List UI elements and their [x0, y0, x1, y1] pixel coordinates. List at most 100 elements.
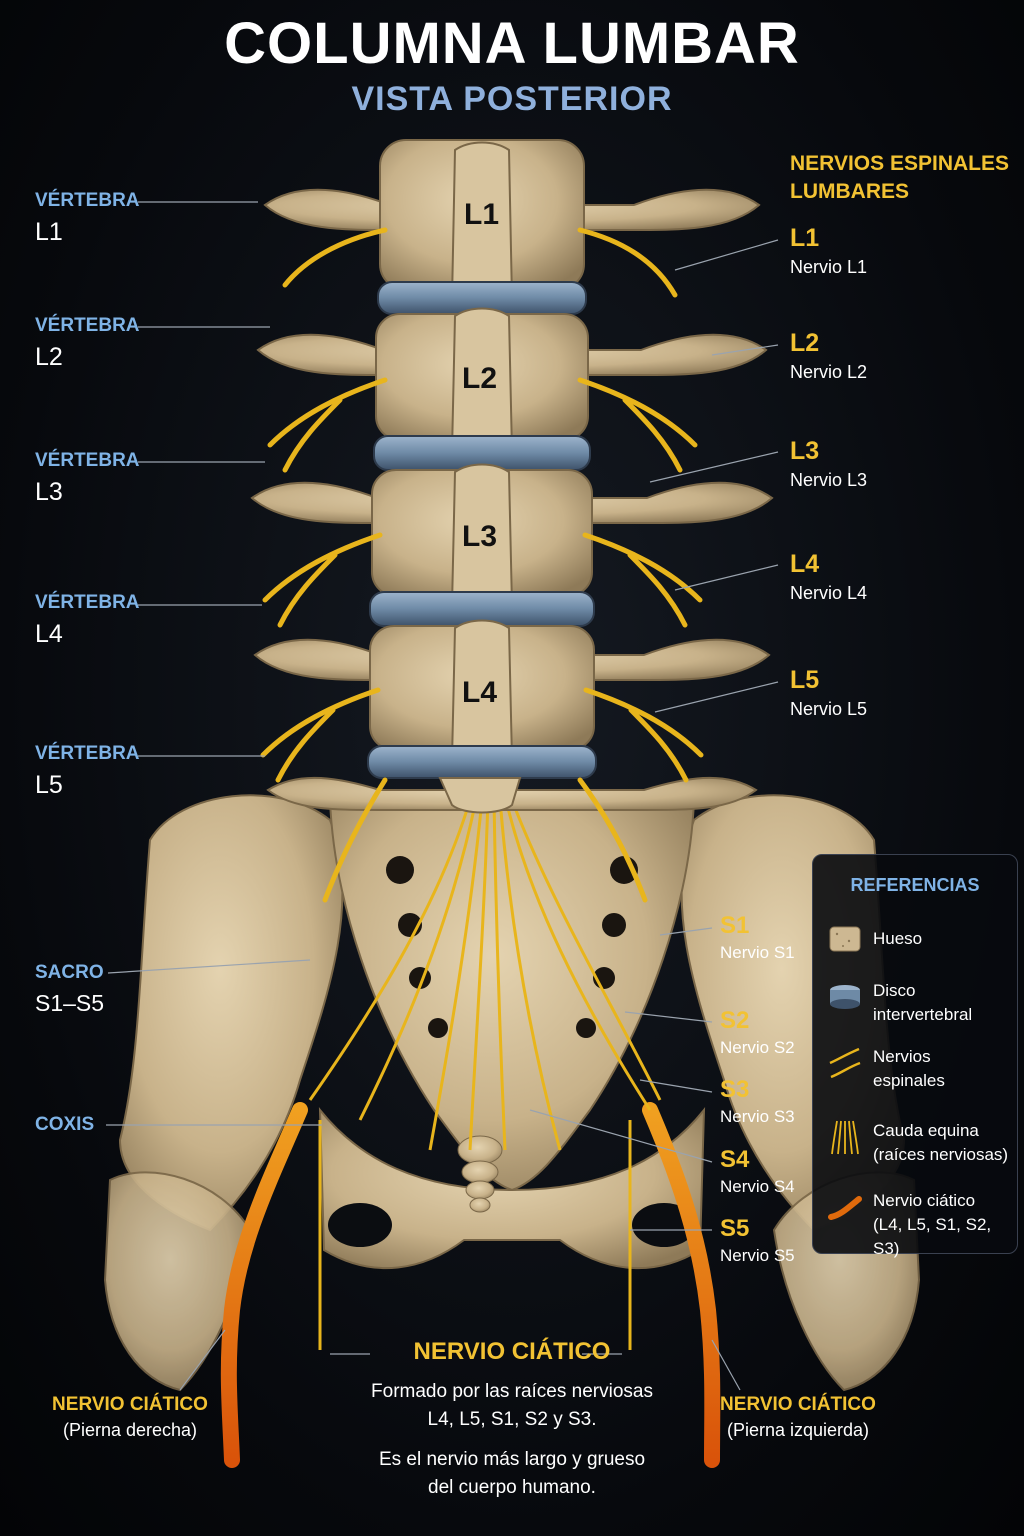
sciatic-nerve-right-leg [220, 1102, 308, 1468]
nerves-header-line2: LUMBARES [790, 180, 909, 203]
vertebra-label-l4: VÉRTEBRA L4 [35, 592, 140, 649]
vertebra-body-label: L2 [462, 362, 498, 395]
nerve-name: Nervio L4 [790, 583, 868, 603]
sciatic-leg-title: NERVIO CIÁTICO [720, 1394, 876, 1415]
sacrum-label-name: S1–S5 [35, 990, 105, 1016]
vertebra-body-label: L1 [464, 198, 500, 231]
nerve-label-s3: S3 Nervio S3 [720, 1076, 795, 1127]
vertebra-body-label: L4 [462, 676, 498, 709]
nerve-name: Nervio L3 [790, 470, 868, 490]
legend-item-disc: Disco intervertebral [827, 979, 972, 1027]
vertebra-l1 [263, 139, 761, 315]
disc-swatch-icon [830, 985, 860, 1009]
legend-label: espinales [873, 1071, 945, 1090]
page-title: COLUMNA LUMBAR [224, 11, 800, 76]
vertebra-label-name: L2 [35, 343, 63, 371]
legend-title: REFERENCIAS [850, 875, 980, 895]
nerve-label-l3: L3 Nervio L3 [790, 437, 867, 491]
legend-label: Cauda equina [873, 1121, 979, 1140]
sacrum-label: SACRO S1–S5 [35, 962, 104, 1017]
legend-item-cauda-equina: Cauda equina (raíces nerviosas) [827, 1119, 1008, 1167]
vertebra-label-name: L4 [35, 620, 63, 648]
caption-line: del cuerpo humano. [428, 1477, 596, 1498]
legend-item-bone: Hueso [827, 921, 922, 957]
vertebra-label-name: L1 [35, 218, 63, 246]
nerve-code: S5 [720, 1215, 750, 1242]
nerve-code: L4 [790, 550, 820, 578]
coccyx-label-title: COXIS [35, 1114, 95, 1135]
nerves-header: NERVIOS ESPINALES LUMBARES [790, 150, 1009, 206]
page-subtitle: VISTA POSTERIOR [351, 80, 673, 118]
bone-swatch-icon [829, 926, 861, 952]
nerve-name: Nervio S5 [720, 1246, 795, 1265]
lumbar-vertebrae [250, 139, 774, 814]
sciatic-nerve-swatch-icon [828, 1196, 862, 1220]
nerve-code: S4 [720, 1146, 750, 1173]
sciatic-left-leg-label: NERVIO CIÁTICO (Pierna izquierda) [678, 1394, 918, 1441]
nerve-label-s5: S5 Nervio S5 [720, 1215, 795, 1266]
sciatic-nerve-left-leg [642, 1102, 721, 1468]
nerves-header-line1: NERVIOS ESPINALES [790, 152, 1010, 175]
legend-item-spinal-nerves: Nervios espinales [827, 1045, 945, 1093]
cauda-equina-swatch-icon [831, 1120, 859, 1155]
nerve-label-s2: S2 Nervio S2 [720, 1007, 795, 1058]
nerve-name: Nervio S1 [720, 943, 795, 962]
legend-label: Disco [873, 981, 916, 1000]
nerve-name: Nervio L2 [790, 362, 868, 382]
nerve-name: Nervio L5 [790, 699, 868, 719]
vertebra-body-label: L3 [462, 520, 498, 553]
vertebra-label-title: VÉRTEBRA [35, 450, 140, 471]
vertebra-label-l5: VÉRTEBRA L5 [35, 743, 140, 800]
sciatic-caption-note: Es el nervio más largo y grueso del cuer… [0, 1446, 1024, 1502]
sciatic-leg-sub: (Pierna izquierda) [726, 1420, 870, 1440]
nerve-code: L3 [790, 437, 820, 465]
leader-lines [106, 201, 779, 1391]
nerve-label-l4: L4 Nervio L4 [790, 550, 867, 604]
caption-line: Es el nervio más largo y grueso [378, 1449, 646, 1470]
caption-line: L4, L5, S1, S2 y S3. [427, 1409, 597, 1430]
legend-item-sciatic-nerve: Nervio ciático (L4, L5, S1, S2, S3) [827, 1189, 1017, 1261]
sacrum-bone [328, 799, 696, 1192]
nerve-label-l1: L1 Nervio L1 [790, 224, 867, 278]
nerve-label-l2: L2 Nervio L2 [790, 329, 867, 383]
nerve-name: Nervio S4 [720, 1177, 795, 1196]
sacrum-label-title: SACRO [35, 962, 104, 983]
nerve-name: Nervio S3 [720, 1107, 795, 1126]
nerve-label-l5: L5 Nervio L5 [790, 666, 867, 720]
legend-label: Nervio ciático [873, 1191, 976, 1210]
nerve-code: L5 [790, 666, 820, 694]
sciatic-right-leg-label: NERVIO CIÁTICO (Pierna derecha) [10, 1394, 250, 1441]
vertebra-l2 [256, 307, 768, 465]
vertebra-label-l2: VÉRTEBRA L2 [35, 315, 140, 372]
legend-label: intervertebral [873, 1005, 973, 1024]
vertebra-l5 [266, 776, 758, 814]
vertebra-label-title: VÉRTEBRA [35, 592, 140, 613]
nerve-label-s4: S4 Nervio S4 [720, 1146, 795, 1197]
spinal-nerves [260, 227, 704, 903]
nerve-code: S1 [720, 912, 750, 939]
vertebra-label-title: VÉRTEBRA [35, 190, 140, 211]
vertebra-label-title: VÉRTEBRA [35, 743, 140, 764]
vertebra-l3 [250, 463, 774, 619]
nerve-code: L1 [790, 224, 820, 252]
legend-label: Nervios [873, 1047, 931, 1066]
sciatic-leg-title: NERVIO CIÁTICO [52, 1394, 208, 1415]
spinal-nerve-swatch-icon [829, 1047, 861, 1079]
vertebra-l4 [253, 619, 771, 773]
legend-label: (raíces nerviosas) [873, 1145, 1009, 1164]
caption-line: Formado por las raíces nerviosas [371, 1381, 653, 1402]
nerve-name: Nervio L1 [790, 257, 868, 277]
vertebra-label-l1: VÉRTEBRA L1 [35, 190, 140, 247]
legend-panel: REFERENCIAS Hueso Disco intervertebral N… [812, 854, 1018, 1258]
vertebra-label-name: L3 [35, 478, 63, 506]
vertebra-label-l3: VÉRTEBRA L3 [35, 450, 140, 507]
nerve-label-s1: S1 Nervio S1 [720, 912, 795, 963]
legend-label: (L4, L5, S1, S2, S3) [873, 1215, 992, 1258]
nerve-code: S2 [720, 1007, 750, 1034]
nerve-code: S3 [720, 1076, 750, 1103]
sciatic-caption-title: NERVIO CIÁTICO [413, 1338, 611, 1365]
sciatic-caption-desc: Formado por las raíces nerviosas L4, L5,… [0, 1378, 1024, 1434]
vertebra-label-title: VÉRTEBRA [35, 315, 140, 336]
cauda-equina [308, 799, 662, 1350]
